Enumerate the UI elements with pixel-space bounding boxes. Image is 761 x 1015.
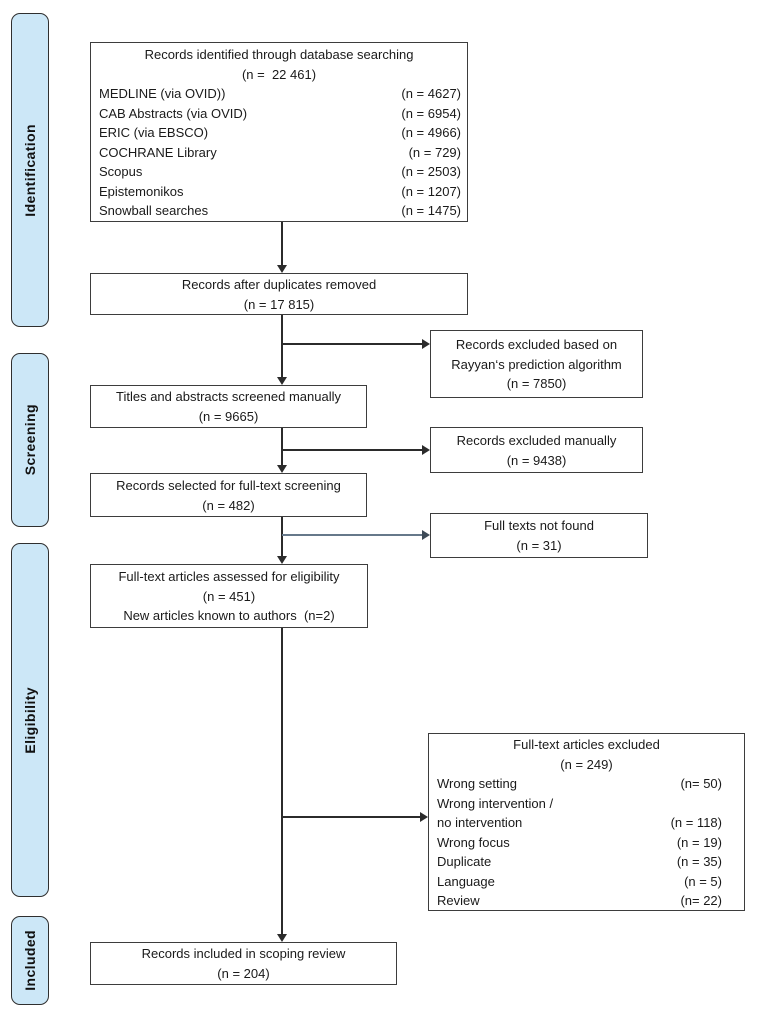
exclusion-label: no intervention bbox=[437, 815, 523, 830]
connector-assessed-to-included bbox=[281, 628, 283, 934]
box-count: (n = 31) bbox=[516, 537, 562, 553]
box-title: Full-text articles assessed for eligibil… bbox=[118, 569, 340, 584]
box-count: (n = 7850) bbox=[506, 376, 567, 391]
source-row: Epistemonikos (n = 1207) bbox=[91, 182, 467, 202]
stage-band-eligibility: Eligibility bbox=[11, 543, 49, 897]
arrowhead-right-icon bbox=[422, 445, 430, 455]
exclusion-label: Wrong setting bbox=[437, 776, 517, 791]
exclusion-row: Wrong focus (n = 19) bbox=[429, 833, 744, 853]
connector-identified-to-duplicates bbox=[281, 222, 283, 265]
exclusion-row: no intervention (n = 118) bbox=[429, 813, 744, 833]
box-fulltext-not-found: Full texts not found (n = 31) bbox=[430, 513, 648, 558]
exclusion-label: Duplicate bbox=[437, 854, 492, 869]
exclusion-label: Wrong focus bbox=[437, 834, 510, 850]
source-label: ERIC (via EBSCO) bbox=[99, 125, 209, 140]
box-excluded-manually: Records excluded manually (n = 9438) bbox=[430, 427, 643, 473]
box-titles-screened: Titles and abstracts screened manually (… bbox=[90, 385, 367, 428]
source-count: (n = 1207) bbox=[401, 183, 461, 199]
box-count: (n = 9438) bbox=[506, 452, 567, 468]
stage-band-included: Included bbox=[11, 916, 49, 1005]
arrowhead-down-icon bbox=[277, 556, 287, 564]
source-label: Snowball searches bbox=[99, 203, 209, 218]
exclusion-row: Review (n= 22) bbox=[429, 891, 744, 911]
source-row: COCHRANE Library (n = 729) bbox=[91, 143, 467, 163]
exclusion-row: Wrong intervention / bbox=[429, 794, 744, 814]
exclusion-count: (n = 19) bbox=[676, 834, 722, 850]
exclusion-count: (n = 118) bbox=[670, 815, 722, 830]
source-count: (n = 6954) bbox=[401, 105, 461, 121]
source-row: ERIC (via EBSCO) (n = 4966) bbox=[91, 123, 467, 143]
connector-to-rayyan-excluded bbox=[282, 343, 422, 345]
source-count: (n = 4627) bbox=[401, 86, 461, 101]
box-count: (n = 482) bbox=[202, 497, 255, 513]
box-duplicates-removed: Records after duplicates removed (n = 17… bbox=[90, 273, 468, 315]
box-title: Titles and abstracts screened manually bbox=[116, 389, 341, 404]
stage-label-eligibility: Eligibility bbox=[22, 686, 38, 754]
box-note: New articles known to authors (n=2) bbox=[123, 608, 335, 623]
source-label: MEDLINE (via OVID)) bbox=[99, 86, 226, 101]
source-row: MEDLINE (via OVID)) (n = 4627) bbox=[91, 84, 467, 104]
box-fulltext-selected: Records selected for full-text screening… bbox=[90, 473, 367, 517]
arrowhead-right-icon bbox=[422, 339, 430, 349]
box-title: Full-text articles excluded bbox=[513, 737, 660, 752]
source-label: COCHRANE Library bbox=[99, 144, 217, 160]
connector-to-not-found bbox=[282, 534, 422, 536]
box-count: (n = 249) bbox=[560, 756, 613, 772]
box-rayyan-excluded: Records excluded based on Rayyan‘s predi… bbox=[430, 330, 643, 398]
source-count: (n = 1475) bbox=[401, 203, 461, 218]
stage-label-identification: Identification bbox=[22, 123, 38, 217]
exclusion-count: (n = 5) bbox=[684, 873, 722, 889]
source-row: CAB Abstracts (via OVID) (n = 6954) bbox=[91, 104, 467, 124]
source-label: Epistemonikos bbox=[99, 183, 184, 199]
box-fulltext-excluded: Full-text articles excluded (n = 249) Wr… bbox=[428, 733, 745, 911]
exclusion-row: Duplicate (n = 35) bbox=[429, 852, 744, 872]
connector-duplicates-to-titles bbox=[281, 315, 283, 377]
stage-band-screening: Screening bbox=[11, 353, 49, 527]
box-title: Records included in scoping review bbox=[141, 946, 346, 961]
box-title-2: Rayyan‘s prediction algorithm bbox=[451, 356, 622, 372]
connector-titles-to-selected bbox=[281, 428, 283, 465]
box-title: Records excluded based on bbox=[455, 337, 618, 352]
box-title: Records after duplicates removed bbox=[181, 277, 377, 292]
box-records-identified: Records identified through database sear… bbox=[90, 42, 468, 222]
source-count: (n = 4966) bbox=[401, 125, 461, 140]
connector-to-excluded-manually bbox=[282, 449, 422, 451]
box-assessed-eligibility: Full-text articles assessed for eligibil… bbox=[90, 564, 368, 628]
source-label: Scopus bbox=[99, 164, 143, 179]
arrowhead-down-icon bbox=[277, 377, 287, 385]
stage-label-included: Included bbox=[22, 930, 38, 991]
arrowhead-down-icon bbox=[277, 265, 287, 273]
exclusion-count: (n = 35) bbox=[676, 854, 722, 869]
box-included-final: Records included in scoping review (n = … bbox=[90, 942, 397, 985]
source-label: CAB Abstracts (via OVID) bbox=[99, 105, 248, 121]
box-title: Records selected for full-text screening bbox=[116, 478, 341, 493]
stage-label-screening: Screening bbox=[22, 404, 38, 476]
arrowhead-right-icon bbox=[422, 530, 430, 540]
box-title: Records identified through database sear… bbox=[144, 47, 414, 62]
arrowhead-down-icon bbox=[277, 465, 287, 473]
source-count: (n = 2503) bbox=[401, 164, 461, 179]
source-row: Scopus (n = 2503) bbox=[91, 162, 467, 182]
box-count: (n = 22 461) bbox=[241, 66, 317, 82]
source-row: Snowball searches (n = 1475) bbox=[91, 201, 467, 221]
box-title: Records excluded manually bbox=[456, 433, 617, 448]
box-title: Full texts not found bbox=[484, 518, 594, 533]
box-count: (n = 9665) bbox=[198, 408, 259, 424]
source-count: (n = 729) bbox=[408, 144, 461, 160]
exclusion-count: (n= 50) bbox=[680, 776, 722, 791]
connector-selected-to-assessed bbox=[281, 517, 283, 556]
exclusion-label: Language bbox=[437, 873, 495, 889]
arrowhead-right-icon bbox=[420, 812, 428, 822]
stage-band-identification: Identification bbox=[11, 13, 49, 327]
box-count: (n = 451) bbox=[202, 588, 256, 604]
box-count: (n = 17 815) bbox=[243, 296, 315, 312]
exclusion-label: Wrong intervention / bbox=[437, 795, 554, 811]
exclusion-row: Language (n = 5) bbox=[429, 872, 744, 892]
exclusion-row: Wrong setting (n= 50) bbox=[429, 774, 744, 794]
exclusion-label: Review bbox=[437, 893, 480, 908]
box-count: (n = 204) bbox=[217, 965, 270, 981]
exclusion-count: (n= 22) bbox=[680, 893, 722, 908]
arrowhead-down-icon bbox=[277, 934, 287, 942]
connector-to-fulltext-excluded bbox=[282, 816, 420, 818]
